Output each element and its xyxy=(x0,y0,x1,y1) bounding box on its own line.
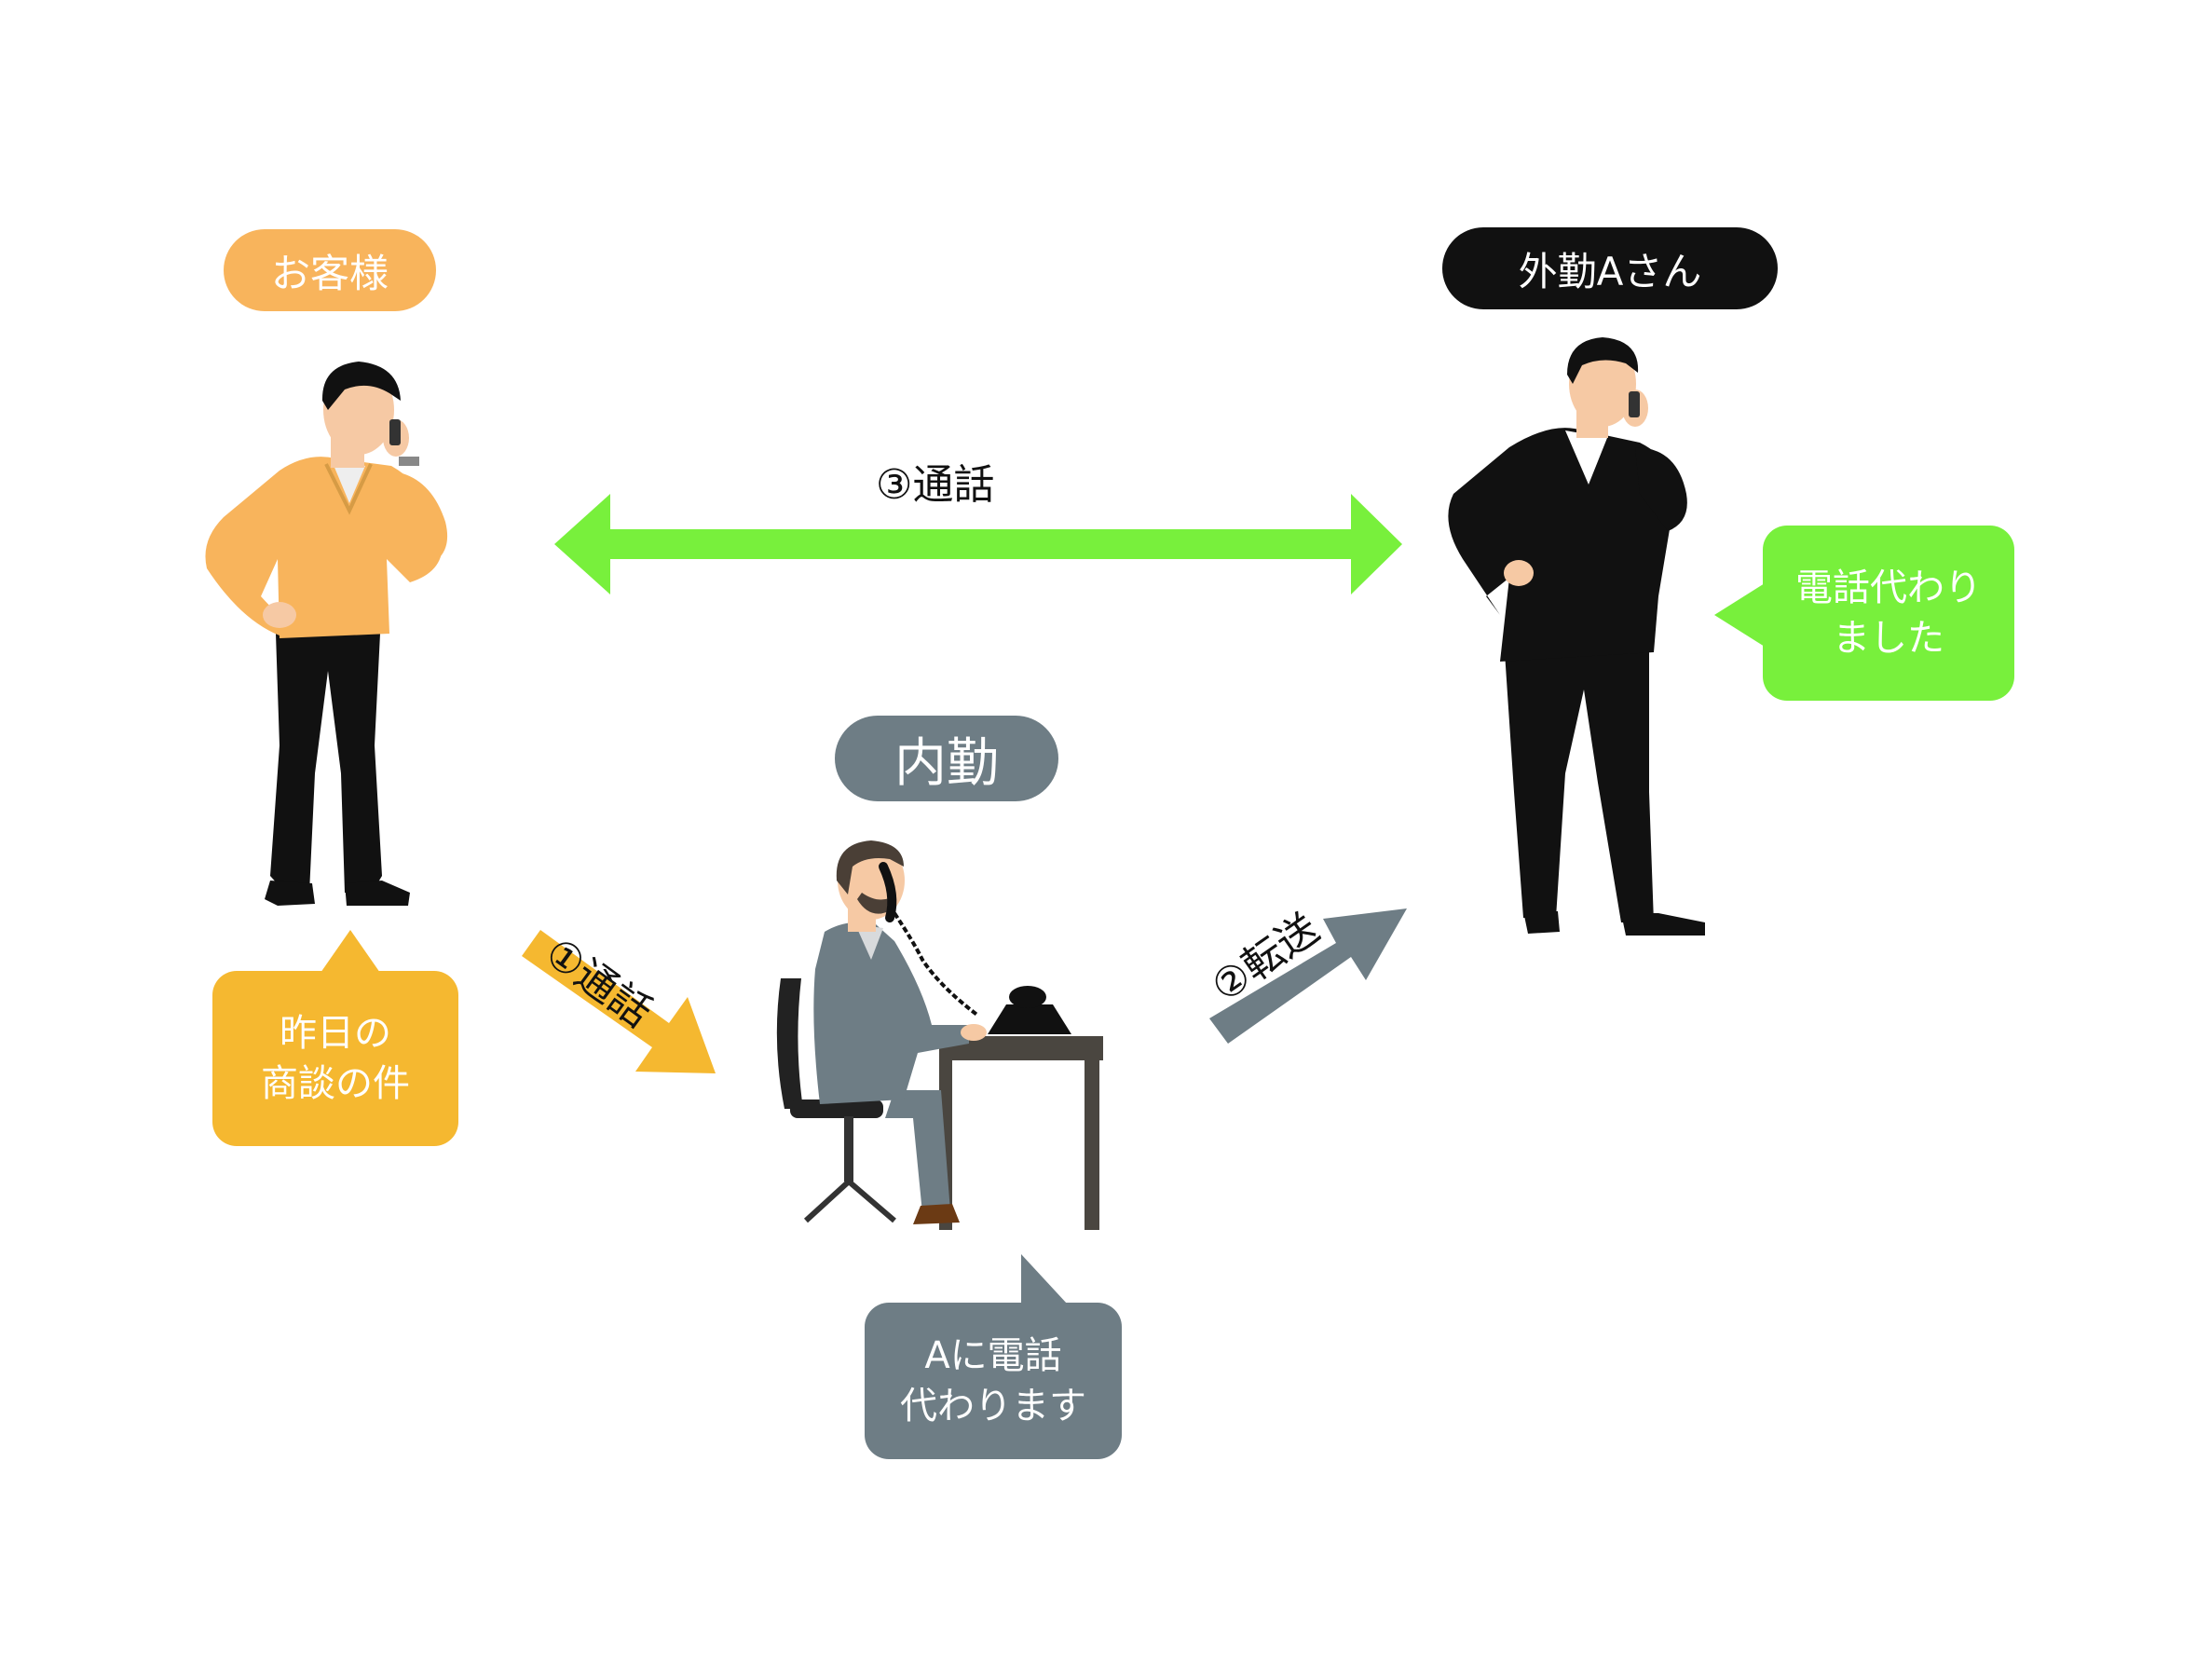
field-speech-bubble: 電話代わり ました xyxy=(1714,526,2014,701)
call-arrow-3 xyxy=(554,494,1402,594)
step3-label: ③通話 xyxy=(876,451,994,511)
customer-label: お客様 xyxy=(224,229,436,311)
customer-speech-bubble: 昨日の 商談の件 xyxy=(212,930,458,1146)
call-arrow-1 xyxy=(522,930,716,1073)
office-speech-tail xyxy=(1021,1254,1068,1304)
office-speech-bubble: Aに電話 代わります xyxy=(865,1254,1122,1459)
customer-figure xyxy=(205,362,448,906)
office-staff-label-text: 内勤 xyxy=(894,732,999,794)
field-speech-tail xyxy=(1714,583,1765,647)
office-speech-line-1: Aに電話 xyxy=(924,1334,1062,1377)
office-speech-line-2: 代わります xyxy=(900,1385,1086,1427)
office-staff-label: 内勤 xyxy=(835,716,1058,801)
transfer-arrow-2 xyxy=(1209,908,1407,1044)
field-staff-label-text: 外勤Aさん xyxy=(1518,248,1702,294)
customer-speech-tail xyxy=(321,930,380,973)
field-speech-line-2: ました xyxy=(1833,617,1944,660)
step3-label-text: ③通話 xyxy=(876,461,995,509)
office-staff-figure xyxy=(776,840,1103,1230)
customer-speech-line-1: 昨日の xyxy=(280,1012,391,1055)
customer-speech-line-2: 商談の件 xyxy=(261,1062,410,1105)
field-staff-figure xyxy=(1448,337,1705,936)
customer-label-text: お客様 xyxy=(270,250,389,296)
field-staff-label: 外勤Aさん xyxy=(1442,227,1778,309)
field-speech-line-1: 電話代わり xyxy=(1795,567,1982,609)
